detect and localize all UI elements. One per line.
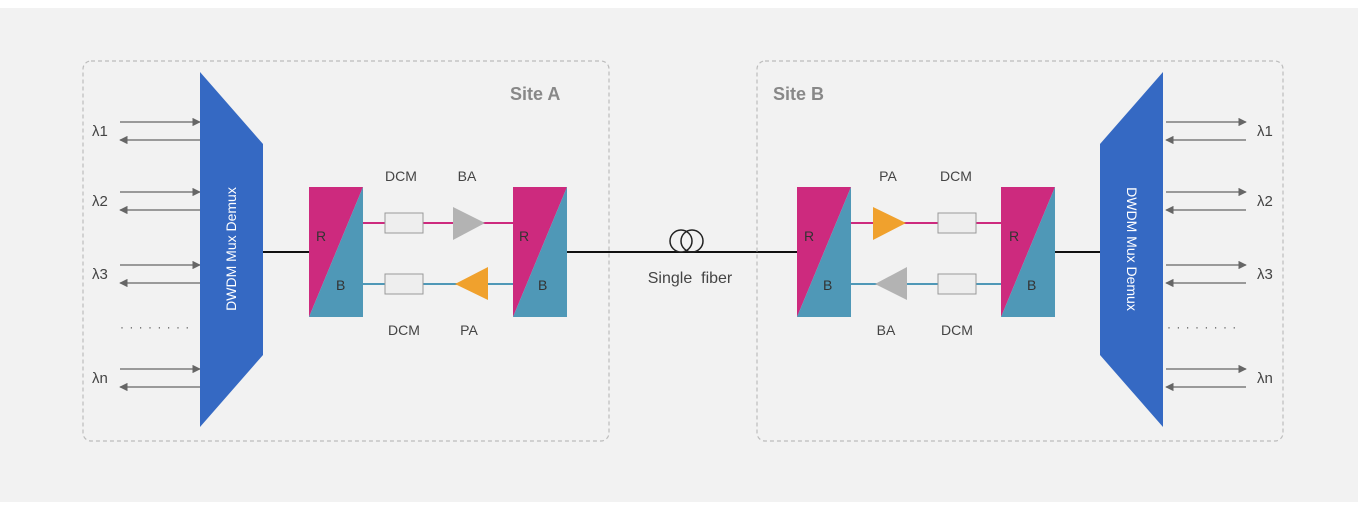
filter-blue-half	[309, 187, 363, 317]
site-b-mux-demux	[1100, 72, 1163, 427]
filter-blue-half	[797, 187, 851, 317]
site-a: Site A λ1 λ2 λ3 λn · · · · · · · · DWDM …	[82, 60, 610, 442]
filter-b-label: B	[1027, 277, 1036, 293]
site-b-title: Site B	[773, 84, 824, 104]
site-b-border	[756, 60, 1284, 442]
site-a-mux-label: DWDM Mux Demux	[223, 187, 239, 311]
site-a-left-filter: R B	[309, 187, 363, 317]
site-b-pa-label: PA	[879, 168, 897, 184]
site-b-top-dcm-label: DCM	[940, 168, 972, 184]
site-a-ba-label: BA	[458, 168, 477, 184]
site-a-wavelength-arrows	[119, 117, 201, 392]
filter-blue-half	[1001, 187, 1055, 317]
site-a-mux-demux	[200, 72, 263, 427]
fiber-spool-icon	[669, 229, 704, 253]
site-a-pa-label: PA	[460, 322, 478, 338]
filter-blue-half	[513, 187, 567, 317]
wavelength-label: λ2	[92, 193, 108, 210]
site-b-top-dcm	[937, 212, 977, 234]
filter-r-label: R	[316, 228, 326, 244]
site-a-top-dcm-label: DCM	[385, 168, 417, 184]
site-a-border	[82, 60, 610, 442]
site-b-right-filter: R B	[1001, 187, 1055, 317]
wavelength-label: λn	[1257, 370, 1273, 387]
filter-r-label: R	[804, 228, 814, 244]
site-b-left-filter: R B	[797, 187, 851, 317]
site-b: Site B R B R B PA DCM BA DCM DWD	[756, 60, 1284, 442]
single-fiber-link: Single fiber	[567, 229, 797, 287]
filter-b-label: B	[823, 277, 832, 293]
wavelength-label: λ1	[1257, 123, 1273, 140]
wavelength-ellipsis: · · · · · · · ·	[120, 320, 190, 334]
site-b-bottom-dcm	[937, 273, 977, 295]
site-b-bottom-dcm-label: DCM	[941, 322, 973, 338]
filter-r-label: R	[519, 228, 529, 244]
site-a-bottom-dcm-label: DCM	[388, 322, 420, 338]
wavelength-label: λ1	[92, 123, 108, 140]
filter-b-label: B	[336, 277, 345, 293]
wavelength-label: λ3	[1257, 266, 1273, 283]
site-a-top-dcm	[384, 212, 424, 234]
wavelength-label: λ3	[92, 266, 108, 283]
site-a-ba-amplifier	[453, 207, 485, 240]
wavelength-label: λn	[92, 370, 108, 387]
wavelength-ellipsis: · · · · · · · ·	[1167, 320, 1237, 334]
site-b-ba-label: BA	[877, 322, 896, 338]
site-a-title: Site A	[510, 84, 560, 104]
wavelength-label: λ2	[1257, 193, 1273, 210]
filter-r-label: R	[1009, 228, 1019, 244]
site-a-pa-amplifier	[455, 267, 488, 300]
single-fiber-label: Single fiber	[648, 270, 733, 287]
site-b-mux-label: DWDM Mux Demux	[1124, 187, 1140, 311]
filter-b-label: B	[538, 277, 547, 293]
site-b-pa-amplifier	[873, 207, 906, 240]
site-b-wavelength-arrows	[1165, 117, 1247, 392]
site-a-right-filter: R B	[513, 187, 567, 317]
site-a-bottom-dcm	[384, 273, 424, 295]
site-b-ba-amplifier	[875, 267, 907, 300]
